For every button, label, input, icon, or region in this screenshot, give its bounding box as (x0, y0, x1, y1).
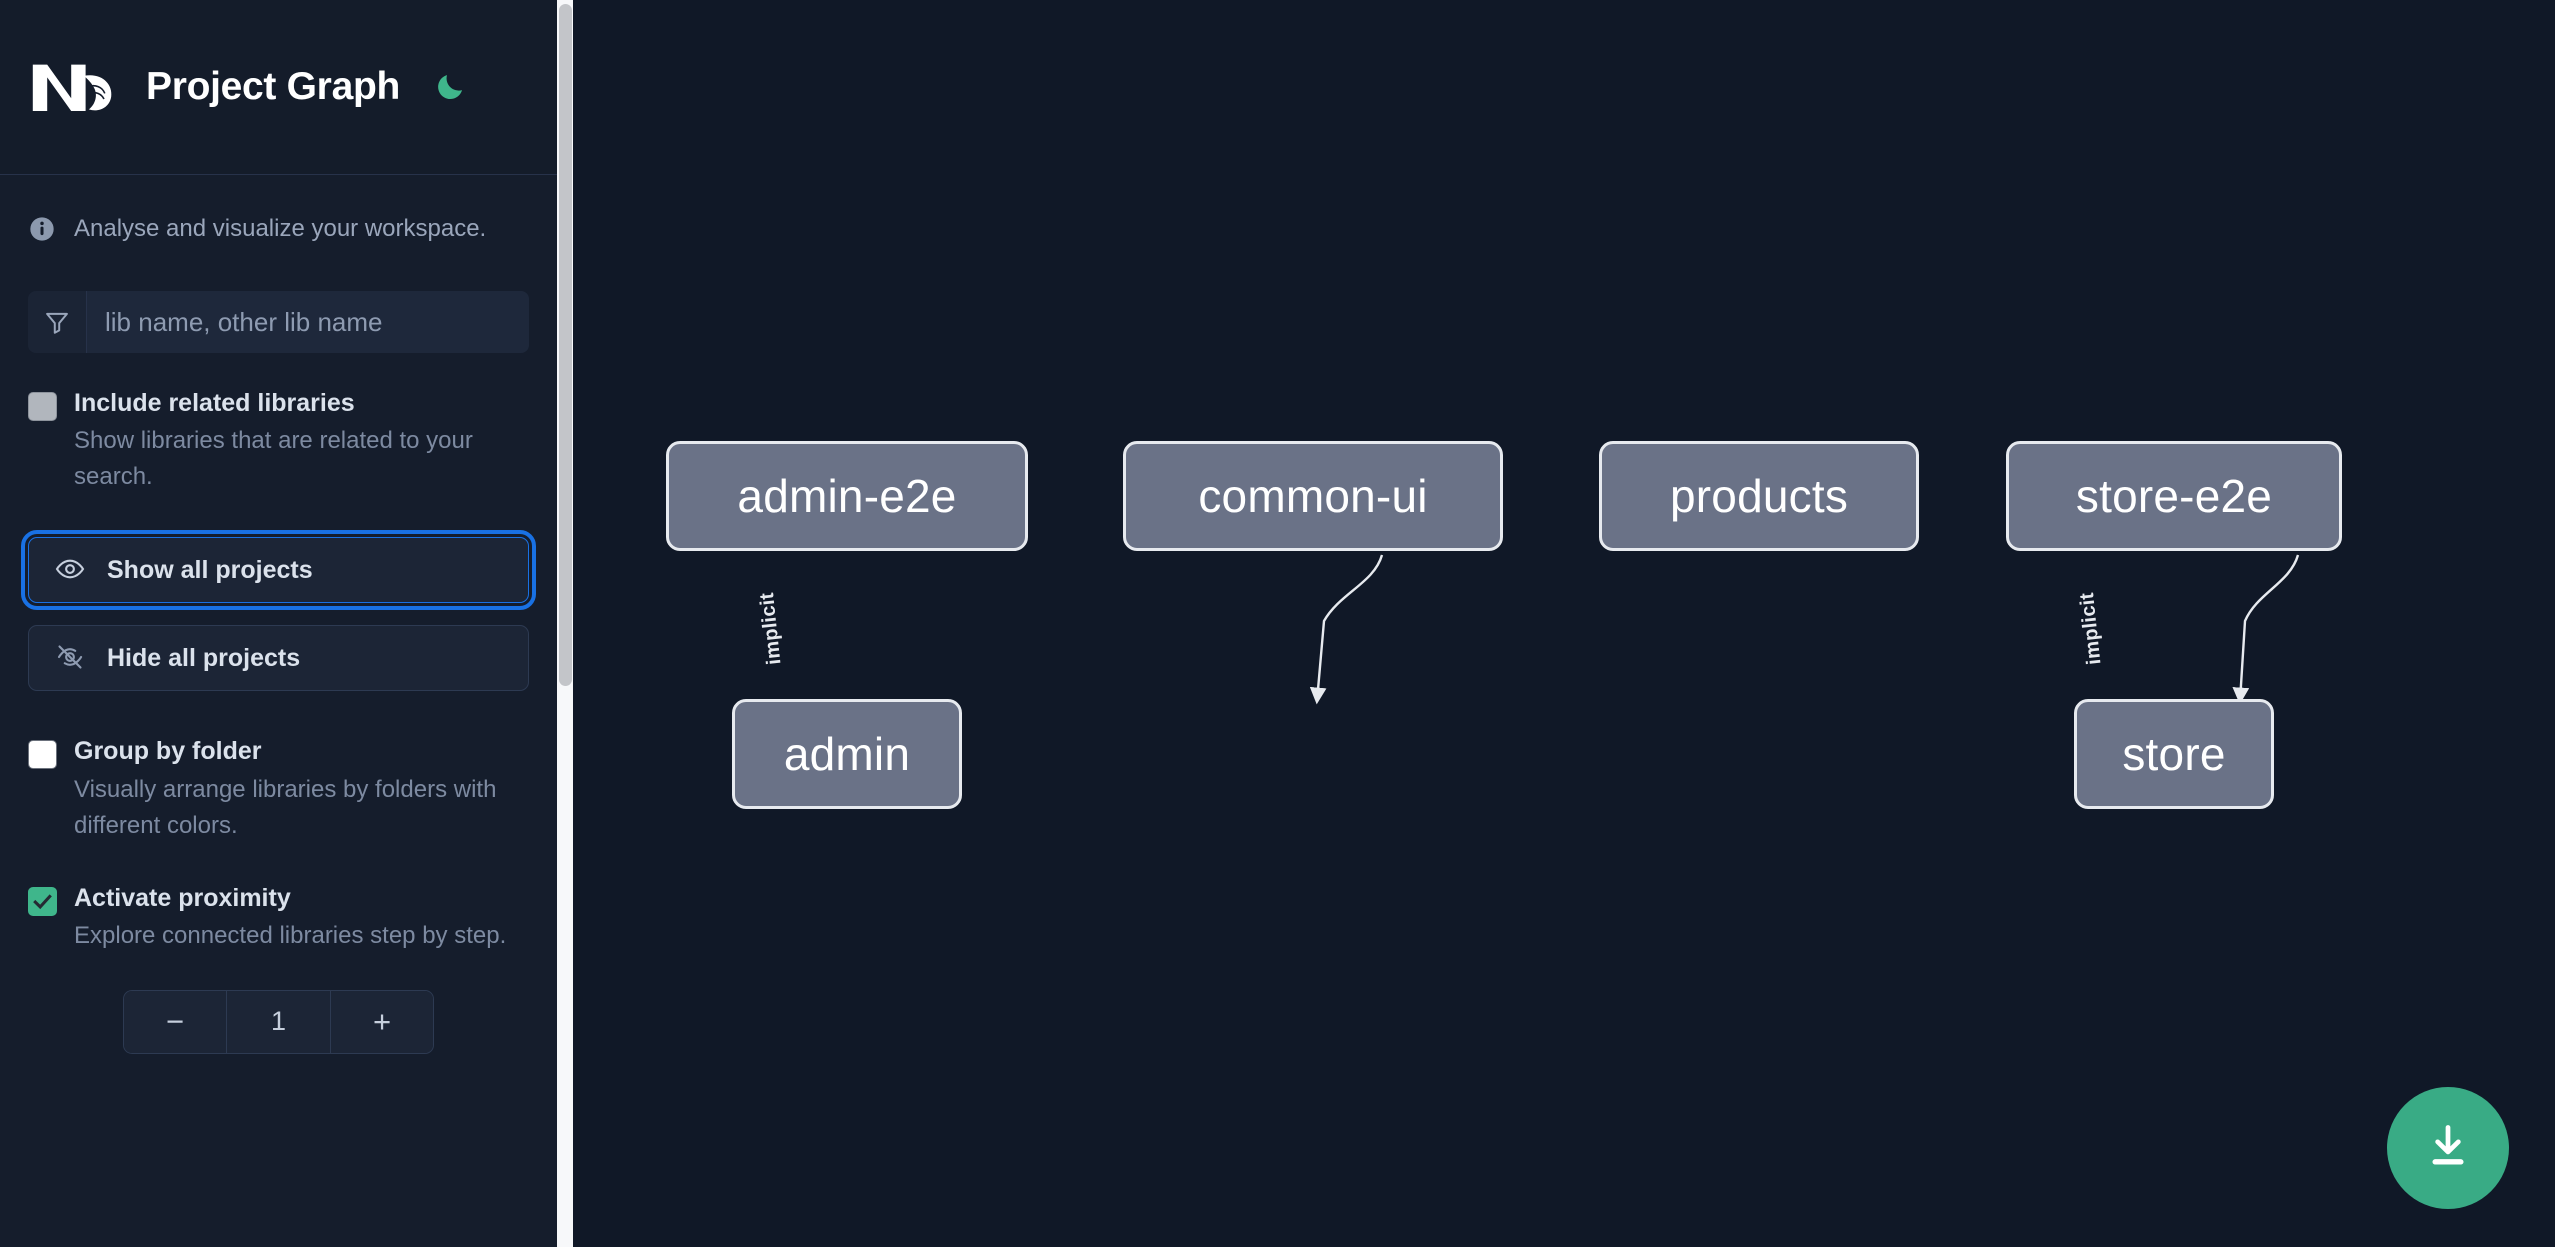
show-all-projects-wrap: Show all projects (0, 530, 557, 611)
show-all-projects-label: Show all projects (107, 555, 313, 584)
info-icon (28, 215, 56, 243)
option-description: Explore connected libraries step by step… (74, 921, 507, 949)
option-texts: Include related libraries Show libraries… (74, 385, 529, 495)
workspace-info: Analyse and visualize your workspace. (0, 175, 557, 243)
proximity-stepper-wrap: − 1 + (0, 989, 557, 1054)
search-input[interactable] (87, 291, 529, 353)
graph-canvas[interactable]: admin-e2e common-ui products store-e2e a… (557, 0, 2555, 1247)
graph-edges (1309, 554, 2300, 705)
option-group-by-folder[interactable]: Group by folder Visually arrange librari… (0, 733, 557, 843)
sidebar-header: Project Graph (0, 0, 557, 175)
node-label: admin-e2e (737, 470, 957, 522)
option-title: Group by folder (74, 737, 262, 766)
node-label: products (1669, 470, 1849, 522)
option-activate-proximity[interactable]: Activate proximity Explore connected lib… (0, 880, 557, 954)
proximity-decrement-button[interactable]: − (124, 990, 226, 1053)
group-by-folder-checkbox[interactable] (28, 740, 57, 770)
option-include-related-libraries[interactable]: Include related libraries Show libraries… (0, 385, 557, 495)
hide-all-projects-wrap: Hide all projects (0, 625, 557, 692)
download-image-button[interactable] (2387, 1087, 2509, 1209)
proximity-stepper: − 1 + (123, 989, 434, 1054)
filter-funnel-icon (28, 291, 87, 353)
include-related-libraries-checkbox[interactable] (28, 392, 57, 421)
option-description: Visually arrange libraries by folders wi… (74, 775, 497, 839)
page-title: Project Graph (146, 65, 400, 108)
graph-node-products[interactable]: products (1599, 441, 1919, 551)
show-all-projects-button[interactable]: Show all projects (21, 530, 536, 611)
node-label: store-e2e (2075, 470, 2273, 522)
graph-node-store-e2e[interactable]: store-e2e (2006, 441, 2342, 551)
graph-node-admin-e2e[interactable]: admin-e2e (666, 441, 1028, 551)
filter-search-box (28, 291, 529, 353)
nx-logo-icon (28, 58, 124, 116)
activate-proximity-checkbox[interactable] (28, 886, 57, 916)
hide-all-projects-button[interactable]: Hide all projects (28, 625, 529, 692)
option-description: Show libraries that are related to your … (74, 427, 473, 491)
node-label: admin (783, 728, 911, 780)
node-label: common-ui (1198, 470, 1428, 522)
graph-node-store[interactable]: store (2074, 699, 2274, 809)
graph-node-common-ui[interactable]: common-ui (1123, 441, 1503, 551)
proximity-increment-button[interactable]: + (331, 990, 433, 1053)
sidebar-scrollbar-thumb[interactable] (559, 4, 572, 686)
hide-all-projects-label: Hide all projects (107, 643, 301, 672)
option-title: Include related libraries (74, 389, 355, 417)
eye-icon (55, 554, 85, 587)
moon-icon[interactable] (428, 65, 472, 109)
graph-node-admin[interactable]: admin (732, 699, 962, 809)
download-icon (2421, 1120, 2475, 1177)
option-texts: Group by folder Visually arrange librari… (74, 733, 529, 843)
option-title: Activate proximity (74, 883, 291, 912)
eye-off-icon (55, 642, 85, 675)
workspace-info-text: Analyse and visualize your workspace. (74, 215, 487, 242)
proximity-value[interactable]: 1 (226, 990, 331, 1053)
node-label: store (2122, 728, 2226, 780)
sidebar: Project Graph Analyse and visualize your… (0, 0, 557, 1247)
option-texts: Activate proximity Explore connected lib… (74, 880, 506, 954)
